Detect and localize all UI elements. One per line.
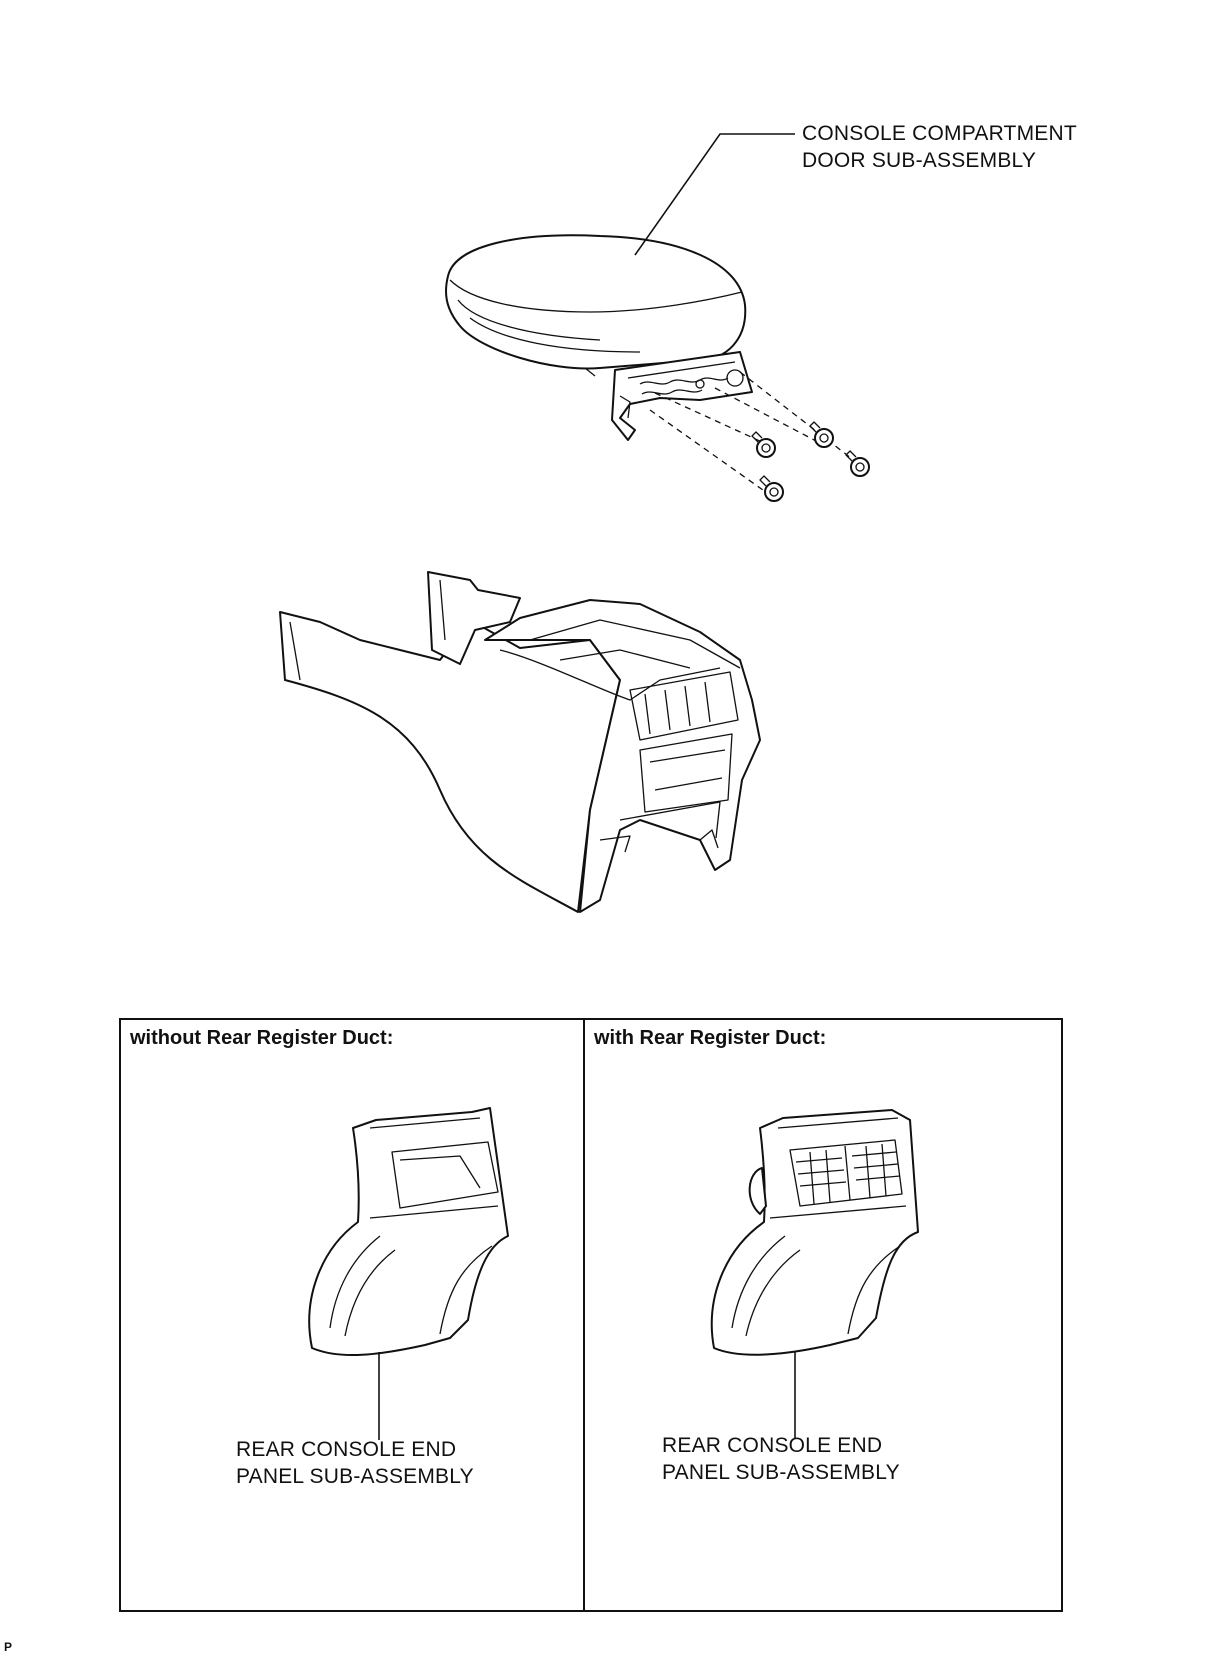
variant-title-with: with Rear Register Duct: bbox=[594, 1027, 827, 1049]
screw-icon bbox=[845, 450, 870, 477]
page-mark: P bbox=[4, 1640, 13, 1654]
screw-icon bbox=[809, 421, 834, 448]
panel-with-label-line2: PANEL SUB-ASSEMBLY bbox=[662, 1461, 900, 1484]
screw-icon bbox=[751, 431, 776, 458]
door-label-line1: CONSOLE COMPARTMENT bbox=[802, 122, 1077, 145]
rear-end-panel-with-duct-drawing bbox=[710, 1109, 919, 1356]
door-label: CONSOLE COMPARTMENT DOOR SUB-ASSEMBLY bbox=[802, 120, 1077, 174]
panel-without-label-line2: PANEL SUB-ASSEMBLY bbox=[236, 1465, 474, 1488]
screw-icon bbox=[759, 475, 784, 502]
variant-title-without: without Rear Register Duct: bbox=[130, 1027, 394, 1049]
variant-frame bbox=[119, 1018, 1063, 1612]
panel-with-label-line1: REAR CONSOLE END bbox=[662, 1434, 883, 1457]
door-label-line2: DOOR SUB-ASSEMBLY bbox=[802, 149, 1037, 172]
panel-with-label: REAR CONSOLE END PANEL SUB-ASSEMBLY bbox=[662, 1432, 900, 1486]
panel-without-label: REAR CONSOLE END PANEL SUB-ASSEMBLY bbox=[236, 1436, 474, 1490]
console-box-drawing bbox=[279, 571, 761, 913]
rear-end-panel-without-duct-drawing bbox=[308, 1107, 509, 1356]
door-leader-line bbox=[634, 133, 795, 256]
panel-without-label-line1: REAR CONSOLE END bbox=[236, 1438, 457, 1461]
console-compartment-door-drawing bbox=[445, 234, 870, 502]
